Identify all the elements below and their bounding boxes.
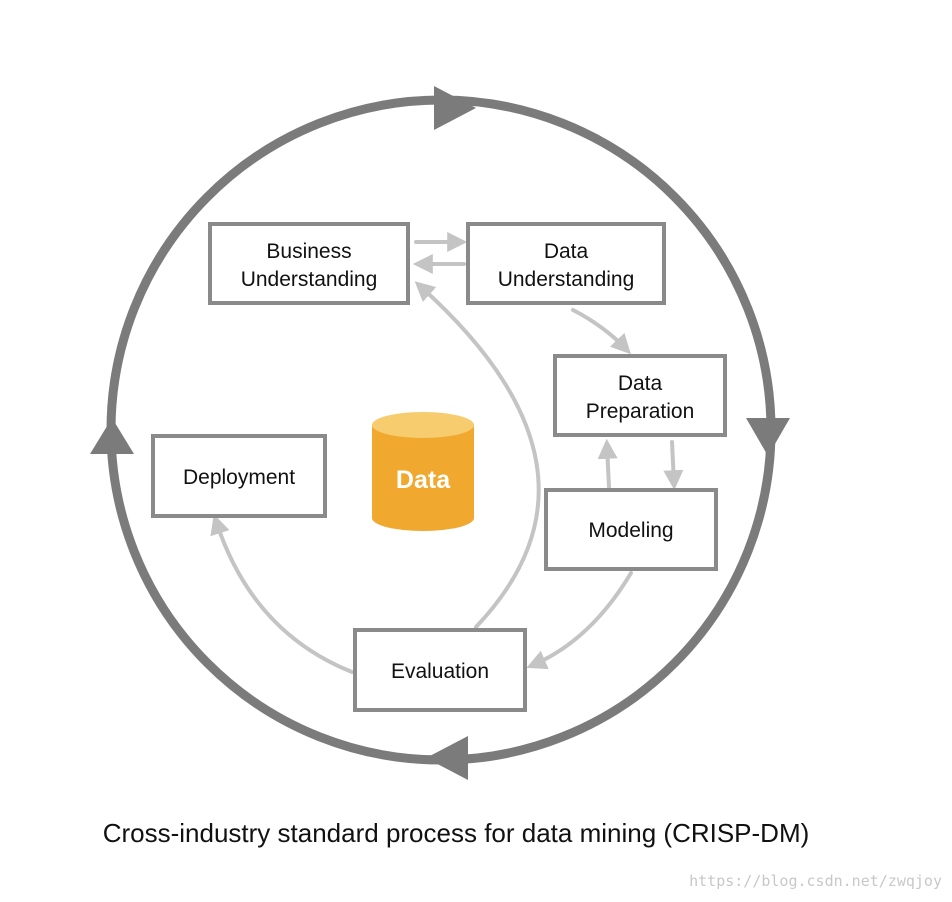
arrow-modeling-to-preparation (597, 438, 618, 489)
node-modeling: Modeling (544, 488, 718, 571)
node-data-preparation-line2: Preparation (586, 400, 695, 423)
arrow-understanding-to-preparation (571, 308, 631, 355)
node-evaluation: Evaluation (353, 628, 527, 712)
node-data-preparation: Data Preparation (553, 354, 727, 437)
data-store-label: Data (396, 466, 451, 494)
arrow-preparation-to-modeling (663, 440, 684, 491)
diagram-caption: Cross-industry standard process for data… (102, 818, 810, 848)
node-modeling-label: Modeling (588, 519, 673, 542)
node-data-preparation-line1: Data (618, 372, 663, 395)
data-cylinder-icon (372, 425, 474, 531)
data-cylinder-top (372, 412, 474, 438)
node-data-understanding-line1: Data (544, 240, 589, 263)
cycle-arrow-right-icon (746, 418, 790, 456)
data-store: Data (372, 412, 474, 531)
node-business-understanding-line1: Business (266, 240, 351, 263)
node-business-understanding-line2: Understanding (241, 268, 378, 291)
cycle-arrow-bottom-icon (426, 736, 468, 780)
node-data-understanding: Data Understanding (466, 222, 666, 305)
node-deployment-label: Deployment (183, 466, 295, 489)
node-business-understanding: Business Understanding (208, 222, 410, 305)
node-deployment: Deployment (151, 434, 327, 518)
node-evaluation-label: Evaluation (391, 660, 489, 683)
watermark-url: https://blog.csdn.net/zwqjoy (689, 872, 942, 890)
arrow-evaluation-to-deployment (210, 514, 354, 674)
cycle-arrow-left-icon (90, 418, 134, 454)
arrow-modeling-to-evaluation (526, 571, 633, 670)
cycle-arrow-top-icon (434, 86, 476, 130)
arrow-evaluation-to-business (414, 281, 541, 629)
node-data-understanding-line2: Understanding (498, 268, 635, 291)
